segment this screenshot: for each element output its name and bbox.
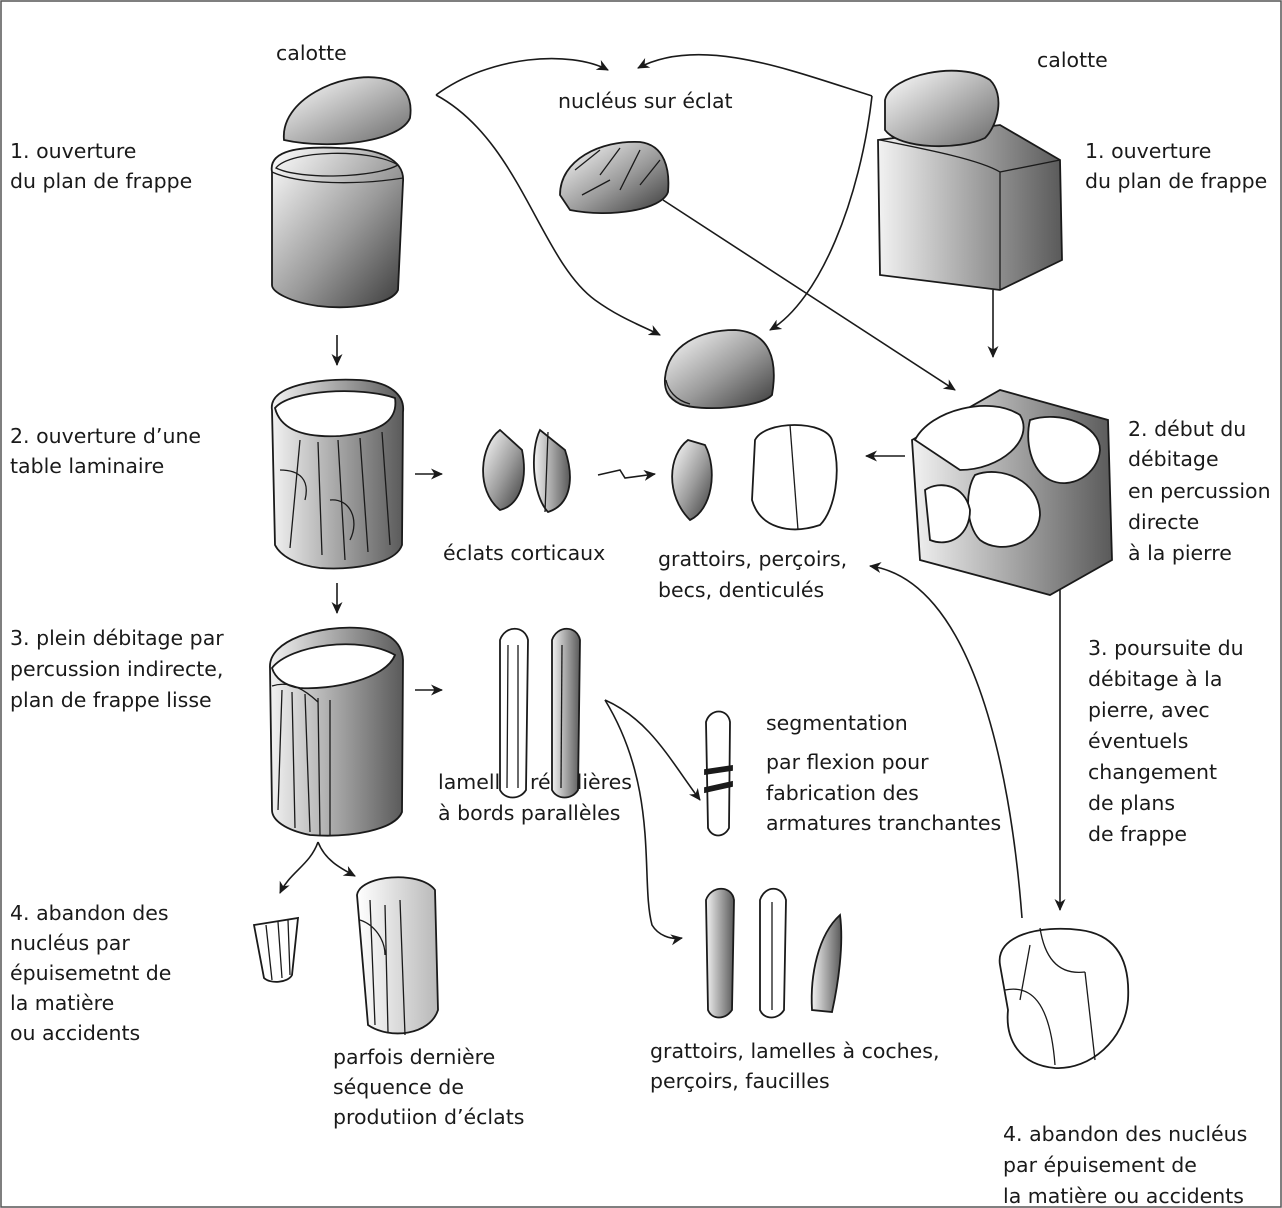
left-step3-line: percussion indirecte, — [10, 657, 223, 681]
left-abandoned-core-small — [252, 916, 300, 983]
last-sequence-line: séquence de — [333, 1075, 464, 1099]
left-step3-label: 3. plein débitage par percussion indirec… — [10, 626, 224, 712]
right-calotte-label: calotte — [1037, 48, 1108, 72]
cortical-flake-2 — [532, 428, 571, 514]
segmentation-label: segmentation par flexion pour fabricatio… — [766, 711, 1001, 835]
bladelet-2 — [551, 627, 581, 799]
left-calotte-to-nucleus-arrow — [435, 57, 609, 96]
right-step3-line: de frappe — [1088, 822, 1187, 846]
right-calotte-to-scraper-arrow — [769, 95, 873, 331]
right-step2-line: débitage — [1128, 447, 1219, 471]
grattoir-on-flake — [671, 439, 713, 522]
last-sequence-line: parfois dernière — [333, 1045, 495, 1069]
right-calotte-to-nucleus-arrow — [637, 53, 873, 97]
sickle-element — [810, 913, 843, 1013]
left-step3-line: 3. plein débitage par — [10, 626, 224, 650]
right-step3-line: éventuels — [1088, 729, 1188, 753]
right-step1-label: 1. ouverture du plan de frappe — [1085, 139, 1267, 193]
left-step4-line: la matière — [10, 991, 114, 1015]
bladelets-line: à bords parallèles — [438, 801, 620, 825]
right-step3-line: débitage à la — [1088, 667, 1222, 691]
bladelet-tools-label: grattoirs, lamelles à coches, perçoirs, … — [650, 1039, 939, 1093]
bladelets-to-tools-arrow — [604, 699, 683, 946]
bladelets-to-segmentation-arrow — [604, 699, 701, 801]
right-step1-line: 1. ouverture — [1085, 139, 1211, 163]
left-calotte-to-scraper-arrow — [435, 94, 661, 336]
flakes-to-tools-arrow — [597, 469, 656, 481]
bladelet-tools-line: grattoirs, lamelles à coches, — [650, 1039, 939, 1063]
flake-tools-label: grattoirs, perçoirs, becs, denticulés — [658, 547, 847, 602]
right-step2-line: à la pierre — [1128, 541, 1232, 565]
last-sequence-line: produtiion d’éclats — [333, 1105, 524, 1129]
left-step3-line: plan de frappe lisse — [10, 688, 212, 712]
left-step2-line: table laminaire — [10, 454, 164, 478]
right-step4-line: par épuisement de — [1003, 1153, 1197, 1177]
left-core-opened — [270, 146, 404, 309]
left-step1-line: du plan de frappe — [10, 169, 192, 193]
segmentation-line: par flexion pour — [766, 750, 929, 774]
segmentation-line: fabrication des — [766, 781, 919, 805]
right-abandoned-core — [998, 927, 1130, 1069]
left-calotte-label: calotte — [276, 41, 347, 65]
bladelet-notched — [759, 887, 787, 1019]
flake-tools-line: grattoirs, perçoirs, — [658, 547, 847, 571]
left-step2-label: 2. ouverture d’une table laminaire — [10, 424, 201, 478]
right-step2-line: 2. début du — [1128, 417, 1246, 441]
right-step3-line: de plans — [1088, 791, 1175, 815]
left-step1-line: 1. ouverture — [10, 139, 136, 163]
last-sequence-label: parfois dernière séquence de produtiion … — [333, 1045, 524, 1129]
left-core-laminar-table — [271, 378, 404, 570]
cortical-flake-1 — [482, 428, 525, 511]
right-core-started — [911, 389, 1113, 596]
right-step3-label: 3. poursuite du débitage à la pierre, av… — [1088, 636, 1244, 846]
right-step4-line: 4. abandon des nucléus — [1003, 1122, 1247, 1146]
right-step3-line: 3. poursuite du — [1088, 636, 1244, 660]
segmentation-line: armatures tranchantes — [766, 811, 1001, 835]
bladelet-tools-line: perçoirs, faucilles — [650, 1069, 830, 1093]
left-step4-line: 4. abandon des — [10, 901, 169, 925]
left-step4-label: 4. abandon des nucléus par épuisemetnt d… — [10, 901, 171, 1045]
right-step3-line: pierre, avec — [1088, 698, 1210, 722]
left-split-arrow-a — [279, 841, 319, 894]
nucleus-on-flake-label: nucléus sur éclat — [558, 89, 733, 113]
right-step2-line: en percussion — [1128, 479, 1271, 503]
bladelets-label: lamelles régulières à bords parallèles — [438, 770, 632, 825]
right-step4-label: 4. abandon des nucléus par épuisement de… — [1003, 1122, 1247, 1208]
right-step2-label: 2. début du débitage en percussion direc… — [1128, 417, 1271, 565]
left-core-full-debitage — [269, 626, 404, 837]
flake-tools-line: becs, denticulés — [658, 578, 824, 602]
right-step1-line: du plan de frappe — [1085, 169, 1267, 193]
left-calotte-cap — [283, 76, 412, 146]
percoir-on-flake — [751, 424, 838, 531]
right-calotte-block — [877, 69, 1063, 291]
left-step1-label: 1. ouverture du plan de frappe — [10, 139, 192, 193]
left-step4-line: ou accidents — [10, 1021, 140, 1045]
left-split-arrow-b — [317, 841, 356, 877]
right-step3-line: changement — [1088, 760, 1217, 784]
nucleus-to-right-core-arrow — [662, 199, 956, 391]
right-step2-line: directe — [1128, 510, 1199, 534]
bladelet-1 — [499, 627, 529, 799]
right-abandon-to-flake-tools-arrow — [869, 562, 1023, 919]
retouched-flake-scraper — [663, 329, 775, 409]
nucleus-on-flake — [559, 141, 670, 214]
bladelets-line: lamelles régulières — [438, 770, 632, 794]
left-abandoned-core-large — [356, 876, 439, 1036]
right-step4-line: la matière ou accidents — [1003, 1184, 1244, 1208]
left-step2-line: 2. ouverture d’une — [10, 424, 201, 448]
bladelet-grattoir — [705, 887, 735, 1019]
cortical-flakes-label: éclats corticaux — [443, 541, 605, 565]
segmentation-line: segmentation — [766, 711, 908, 735]
segmented-bladelet — [704, 710, 733, 837]
left-step4-line: épuisemetnt de — [10, 961, 171, 985]
left-step4-line: nucléus par — [10, 931, 130, 955]
